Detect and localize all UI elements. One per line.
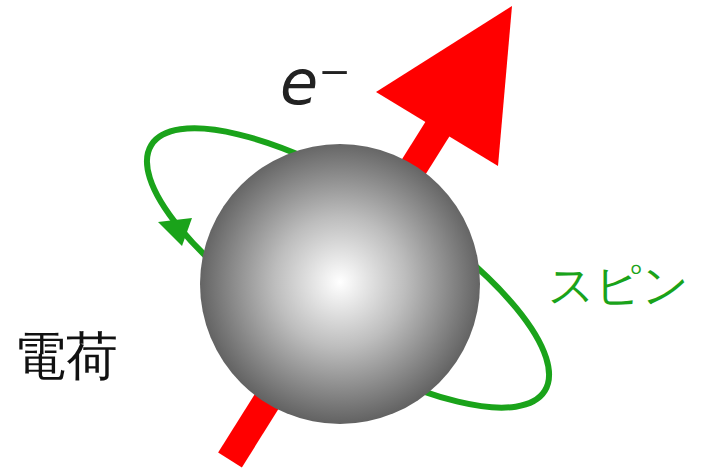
electron-sphere bbox=[200, 144, 480, 424]
spin-axis-head bbox=[376, 6, 512, 166]
particle-symbol: e⁻ bbox=[280, 52, 351, 114]
charge-label: 電荷 bbox=[14, 330, 118, 382]
spin-orbit bbox=[110, 79, 586, 457]
spin-arrowhead bbox=[158, 218, 192, 246]
spin-label: スピン bbox=[548, 262, 689, 308]
